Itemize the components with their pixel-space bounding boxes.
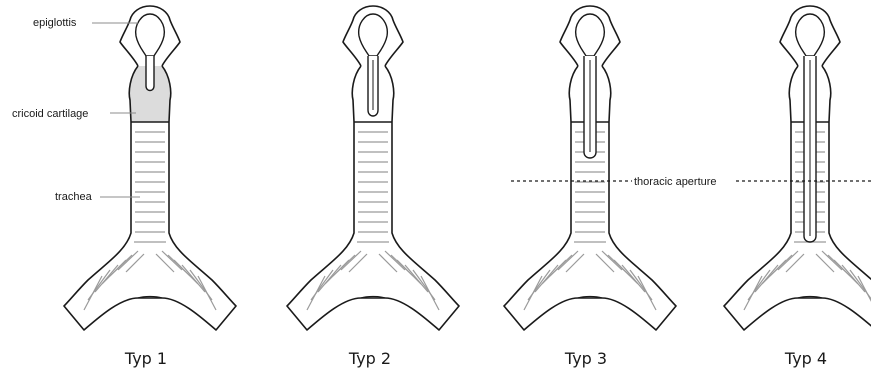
caption-typ-1: Typ 1 <box>124 349 167 368</box>
tube <box>146 56 154 91</box>
label-trachea: trachea <box>55 191 93 203</box>
caption-typ-2: Typ 2 <box>348 349 391 368</box>
panel-typ-4 <box>724 6 871 330</box>
panel-typ-3 <box>504 6 676 330</box>
label-cricoid-cartilage: cricoid cartilage <box>12 108 88 120</box>
label-epiglottis: epiglottis <box>33 17 77 29</box>
panel-typ-1 <box>64 6 236 330</box>
label-thoracic-aperture: thoracic aperture <box>634 176 717 188</box>
caption-typ-4: Typ 4 <box>784 349 827 368</box>
panel-typ-2 <box>287 6 459 330</box>
caption-typ-3: Typ 3 <box>564 349 607 368</box>
